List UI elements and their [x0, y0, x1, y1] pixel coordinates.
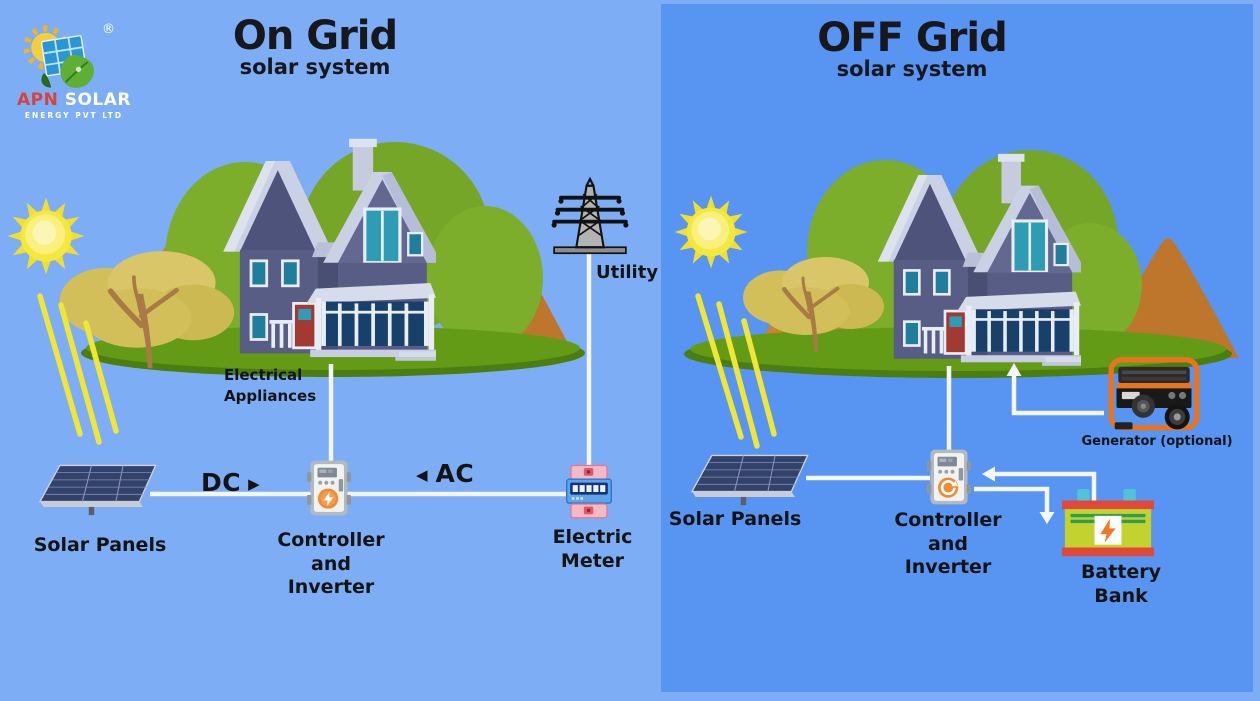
battery-bank-label: Battery Bank — [1080, 561, 1162, 607]
controller-inverter-icon-off-grid — [926, 447, 972, 507]
arrowhead-into-battery — [1039, 512, 1055, 524]
arrowhead-into-house — [1006, 363, 1022, 376]
utility-label: Utility — [596, 262, 659, 283]
brand-name-primary: APN — [16, 90, 59, 110]
wire-battery-to-controller — [986, 471, 1097, 502]
solar-panels-label-on-grid: Solar Panels — [33, 534, 167, 556]
controller-inverter-label-off-grid: Controller and Inverter — [894, 509, 1002, 578]
controller-inverter-icon-on-grid — [306, 458, 352, 518]
ac-flow-arrow-icon: ◀ — [416, 465, 428, 484]
electrical-appliances-label: Electrical Appliances — [224, 366, 317, 405]
battery-bank-icon — [1060, 489, 1156, 560]
generator-label: Generator (optional) — [1081, 434, 1233, 449]
dc-flow-arrow-icon: ▶ — [248, 474, 260, 493]
sun-rays — [37, 293, 777, 449]
wire-generator-to-house — [1011, 376, 1104, 416]
on-grid-title-block: On Grid solar system — [145, 14, 485, 79]
brand-name: APN SOLAR — [16, 90, 132, 110]
solar-panels-label-off-grid: Solar Panels — [668, 508, 802, 530]
electric-meter-icon — [565, 464, 613, 520]
generator-icon — [1104, 356, 1204, 435]
utility-tower-icon — [549, 177, 631, 256]
brand-logo: ® APN SOLAR ENERGY PVT LTD — [16, 14, 136, 126]
brand-name-secondary: SOLAR — [64, 90, 132, 110]
brand-logo-icon — [22, 22, 106, 93]
dc-flow-label: DC ▶ — [201, 468, 260, 497]
on-grid-subtitle: solar system — [239, 55, 391, 79]
electric-meter-label: Electric Meter — [552, 526, 633, 572]
on-grid-title: On Grid — [232, 13, 398, 59]
dc-label: DC — [201, 468, 242, 497]
solar-panels-icon-on-grid — [32, 460, 160, 516]
solar-panels-icon-off-grid — [684, 450, 812, 506]
off-grid-title: OFF Grid — [817, 15, 1007, 61]
ac-flow-label: ◀ AC — [416, 459, 474, 488]
arrowhead-into-controller — [982, 466, 995, 482]
off-grid-subtitle: solar system — [836, 57, 988, 81]
ac-label: AC — [435, 459, 475, 488]
wire-controller-to-battery — [974, 486, 1050, 512]
brand-tagline: ENERGY PVT LTD — [24, 111, 124, 120]
registered-trademark-icon: ® — [102, 22, 115, 37]
controller-inverter-label-on-grid: Controller and Inverter — [277, 529, 385, 598]
off-grid-title-block: OFF Grid solar system — [742, 16, 1082, 81]
